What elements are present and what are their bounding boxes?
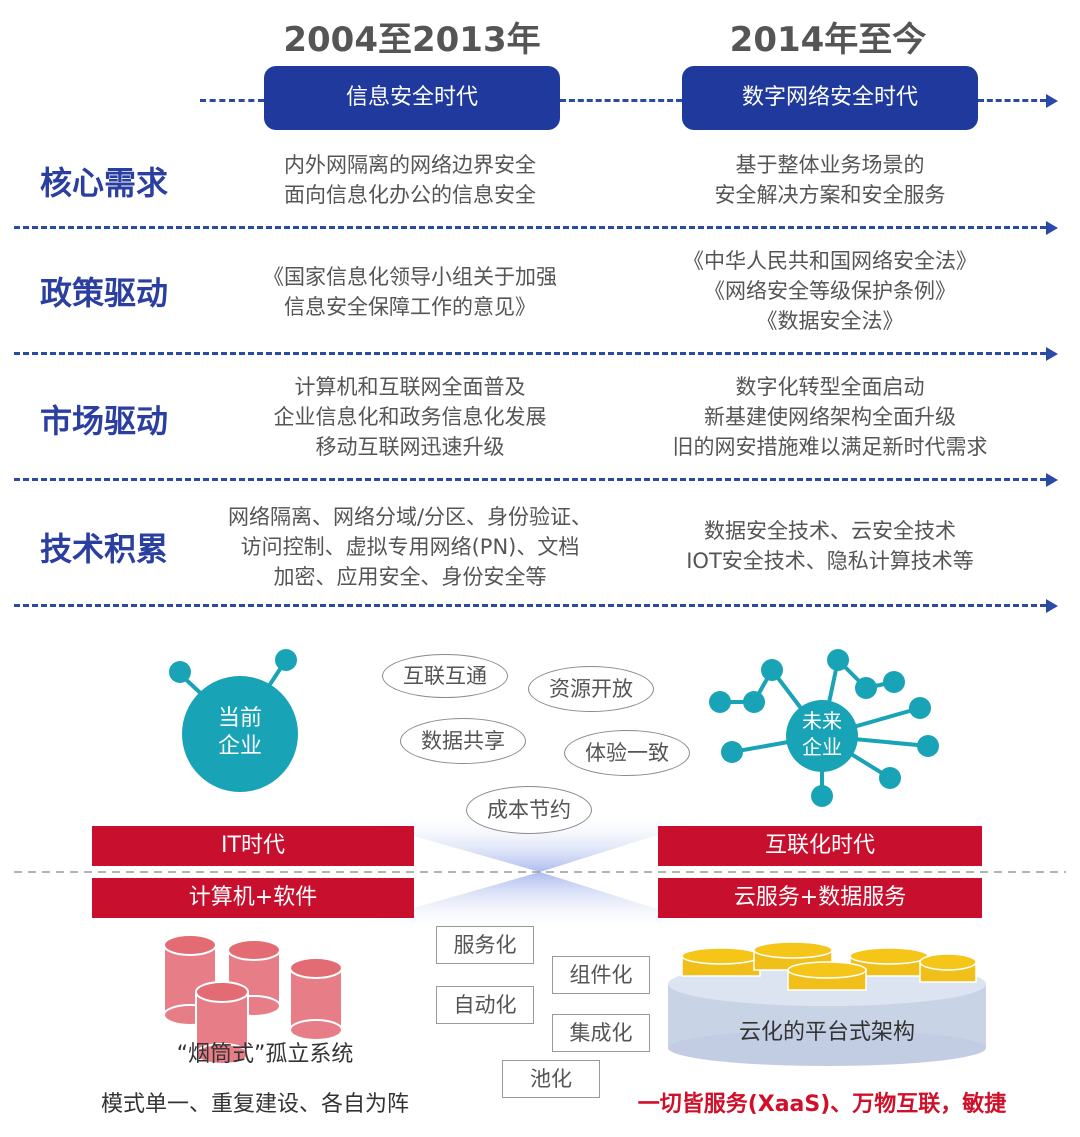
- bar-computer-software: 计算机+软件: [92, 878, 414, 918]
- row-tech-right: 数据安全技术、云安全技术 IOT安全技术、隐私计算技术等: [686, 519, 974, 573]
- row-policy-right: 《中华人民共和国网络安全法》 《网络安全等级保护条例》 《数据安全法》: [683, 249, 977, 333]
- timeline-dash-right: [978, 99, 1046, 102]
- future-enterprise-circle: [786, 700, 858, 772]
- cloud-platform-icon: [668, 941, 986, 1066]
- row-policy-left: 《国家信息化领导小组关于加强 信息安全保障工作的意见》: [263, 265, 557, 319]
- funnel-top: [330, 812, 730, 872]
- row-divider-4: [14, 604, 1046, 607]
- left-caption: 模式单一、重复建设、各自为阵: [100, 1092, 409, 1117]
- current-enterprise-node: [169, 661, 191, 683]
- row-divider-arrow-icon: [1046, 599, 1058, 613]
- future-enterprise-nodes: [709, 649, 939, 807]
- row-divider-2: [14, 352, 1046, 355]
- row-divider-3: [14, 478, 1046, 481]
- row-label-core-demand: 核心需求: [40, 164, 169, 202]
- bar-internet-era: 互联化时代: [658, 826, 982, 866]
- current-enterprise-node: [275, 649, 297, 671]
- era-box-left: 信息安全时代: [264, 66, 560, 130]
- future-enterprise-label: 未来 企业: [802, 709, 842, 759]
- row-divider-arrow-icon: [1046, 473, 1058, 487]
- current-enterprise-label: 当前 企业: [217, 706, 262, 759]
- bubble-consistent-experience: 体验一致: [564, 730, 690, 776]
- era-year-left: 2004至2013年: [283, 20, 541, 60]
- box-pooling: 池化: [502, 1060, 600, 1098]
- row-label-tech: 技术积累: [40, 530, 169, 568]
- row-core-demand-left: 内外网隔离的网络边界安全 面向信息化办公的信息安全: [284, 153, 536, 207]
- row-divider-arrow-icon: [1046, 347, 1058, 361]
- box-servitization: 服务化: [436, 926, 534, 964]
- timeline-dash-mid: [560, 99, 682, 102]
- row-tech-left: 网络隔离、网络分域/分区、身份验证、 访问控制、虚拟专用网络(PN)、文档 加密…: [227, 505, 593, 589]
- box-integration: 集成化: [552, 1014, 650, 1052]
- silo-cylinders-icon: [163, 934, 343, 1065]
- bubble-data-share: 数据共享: [400, 718, 526, 764]
- silo-label: “烟筒式”孤立系统: [176, 1042, 354, 1067]
- era-year-right: 2014年至今: [729, 20, 927, 60]
- timeline-dash-left: [200, 99, 264, 102]
- bubble-resource-open: 资源开放: [528, 666, 654, 712]
- row-divider-arrow-icon: [1046, 221, 1058, 235]
- box-componentization: 组件化: [552, 956, 650, 994]
- bubble-cost-saving: 成本节约: [466, 786, 592, 834]
- row-market-left: 计算机和互联网全面普及 企业信息化和政务信息化发展 移动互联网迅速升级: [273, 375, 547, 459]
- cloud-label: 云化的平台式架构: [738, 1020, 915, 1045]
- row-label-market: 市场驱动: [40, 402, 169, 440]
- right-caption: 一切皆服务(XaaS)、万物互联，敏捷: [637, 1092, 1007, 1117]
- timeline-arrow-icon: [1046, 94, 1058, 108]
- funnel-bottom: [330, 872, 730, 932]
- current-enterprise-circle: [182, 676, 298, 792]
- bar-it-era: IT时代: [92, 826, 414, 866]
- bubble-interconnect: 互联互通: [382, 654, 508, 698]
- bar-cloud-data-service: 云服务+数据服务: [658, 878, 982, 918]
- row-core-demand-right: 基于整体业务场景的 安全解决方案和安全服务: [714, 153, 946, 207]
- row-divider-1: [14, 226, 1046, 229]
- box-automation: 自动化: [436, 986, 534, 1024]
- era-box-right: 数字网络安全时代: [682, 66, 978, 130]
- row-market-right: 数字化转型全面启动 新基建使网络架构全面升级 旧的网安措施难以满足新时代需求: [672, 375, 988, 459]
- row-label-policy: 政策驱动: [40, 274, 169, 312]
